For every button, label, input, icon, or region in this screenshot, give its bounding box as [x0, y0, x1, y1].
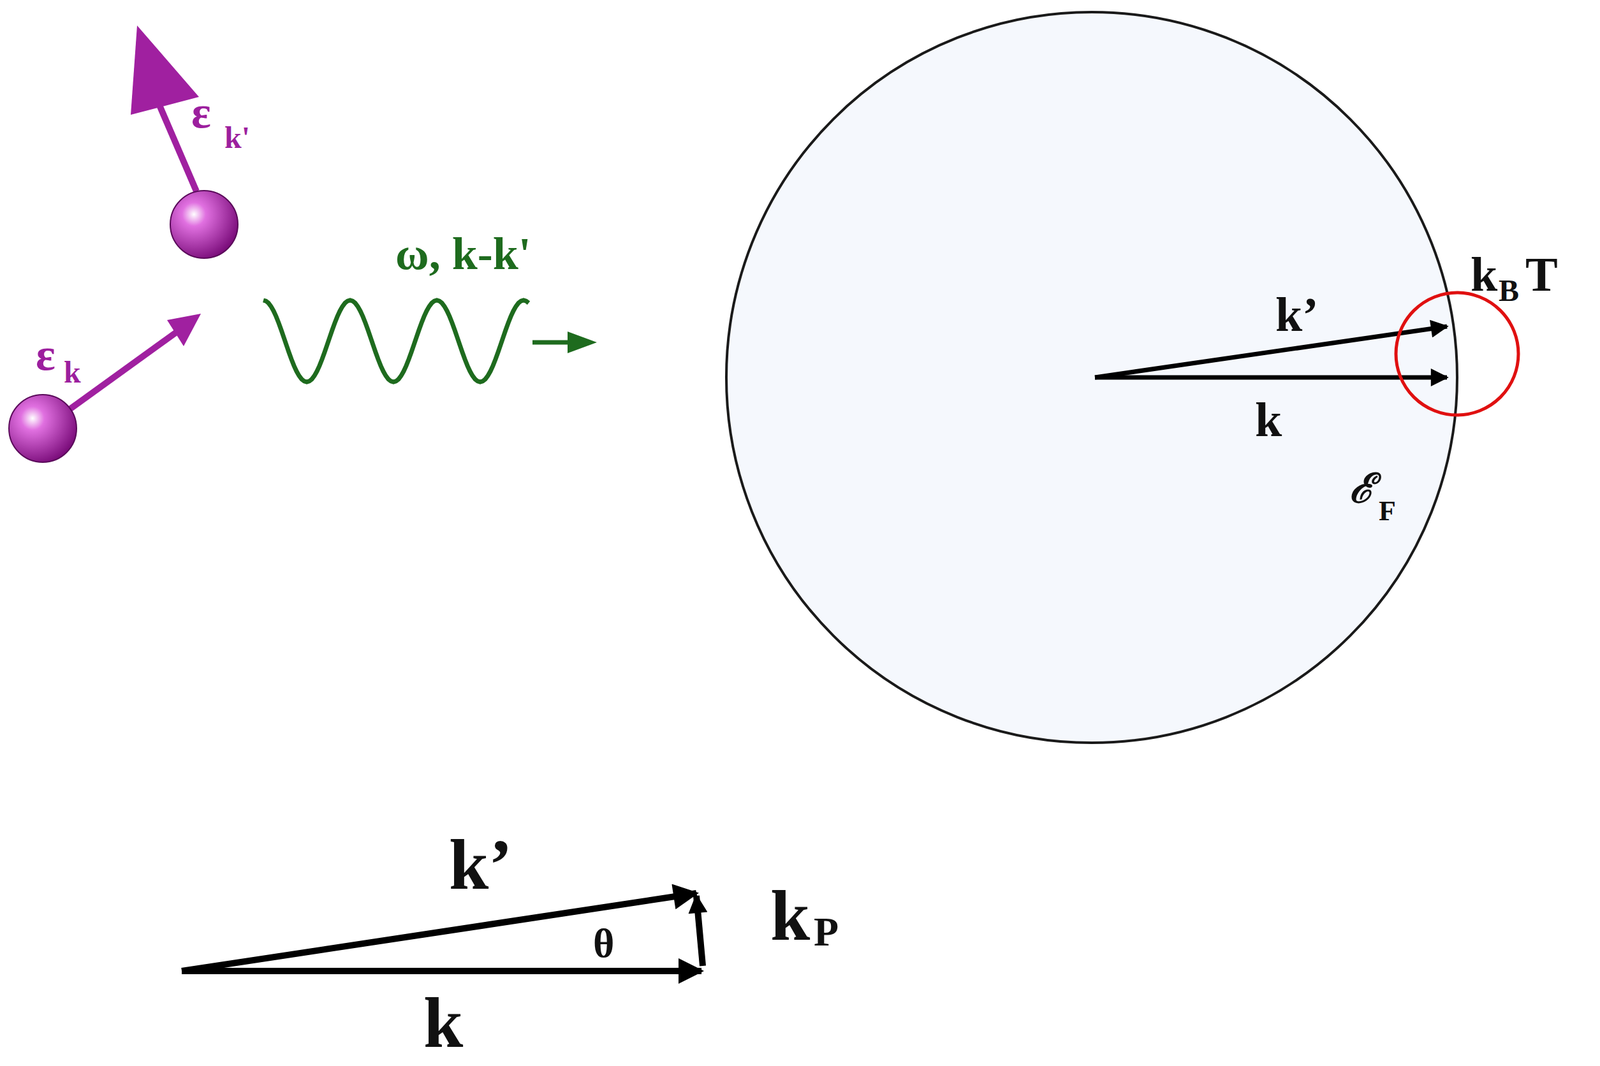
outgoing-electron — [130, 25, 238, 259]
energy-symbol: ε — [35, 331, 56, 378]
boltzmann-symbol: k — [1470, 249, 1498, 299]
phonon-label: ω, k-k' — [395, 230, 532, 277]
energy-symbol: ε — [191, 89, 212, 136]
subscript: P — [813, 911, 839, 953]
fermi-energy-symbol: ℰ — [1349, 468, 1375, 510]
k-vector — [1094, 375, 1447, 381]
temperature-symbol: T — [1525, 249, 1558, 299]
vector-label: k’ — [448, 829, 513, 901]
subscript: k — [63, 357, 81, 388]
fermi-sphere — [726, 12, 1458, 743]
kp-vector — [696, 895, 703, 967]
incoming-electron — [8, 313, 201, 463]
vector-label: k — [423, 987, 463, 1059]
subscript: k' — [224, 122, 250, 154]
vector-label: k — [770, 880, 810, 952]
angle-label: θ — [593, 923, 615, 965]
k-prime-vector — [1094, 326, 1447, 378]
vector-label: k’ — [1275, 290, 1319, 339]
k-vector — [181, 968, 702, 975]
subscript: F — [1378, 497, 1396, 526]
k-prime-vector — [181, 893, 697, 972]
phonon-wave — [263, 300, 597, 382]
thermal-shell — [1395, 292, 1519, 416]
vector-label: k — [1255, 395, 1282, 444]
subscript: B — [1498, 275, 1520, 307]
